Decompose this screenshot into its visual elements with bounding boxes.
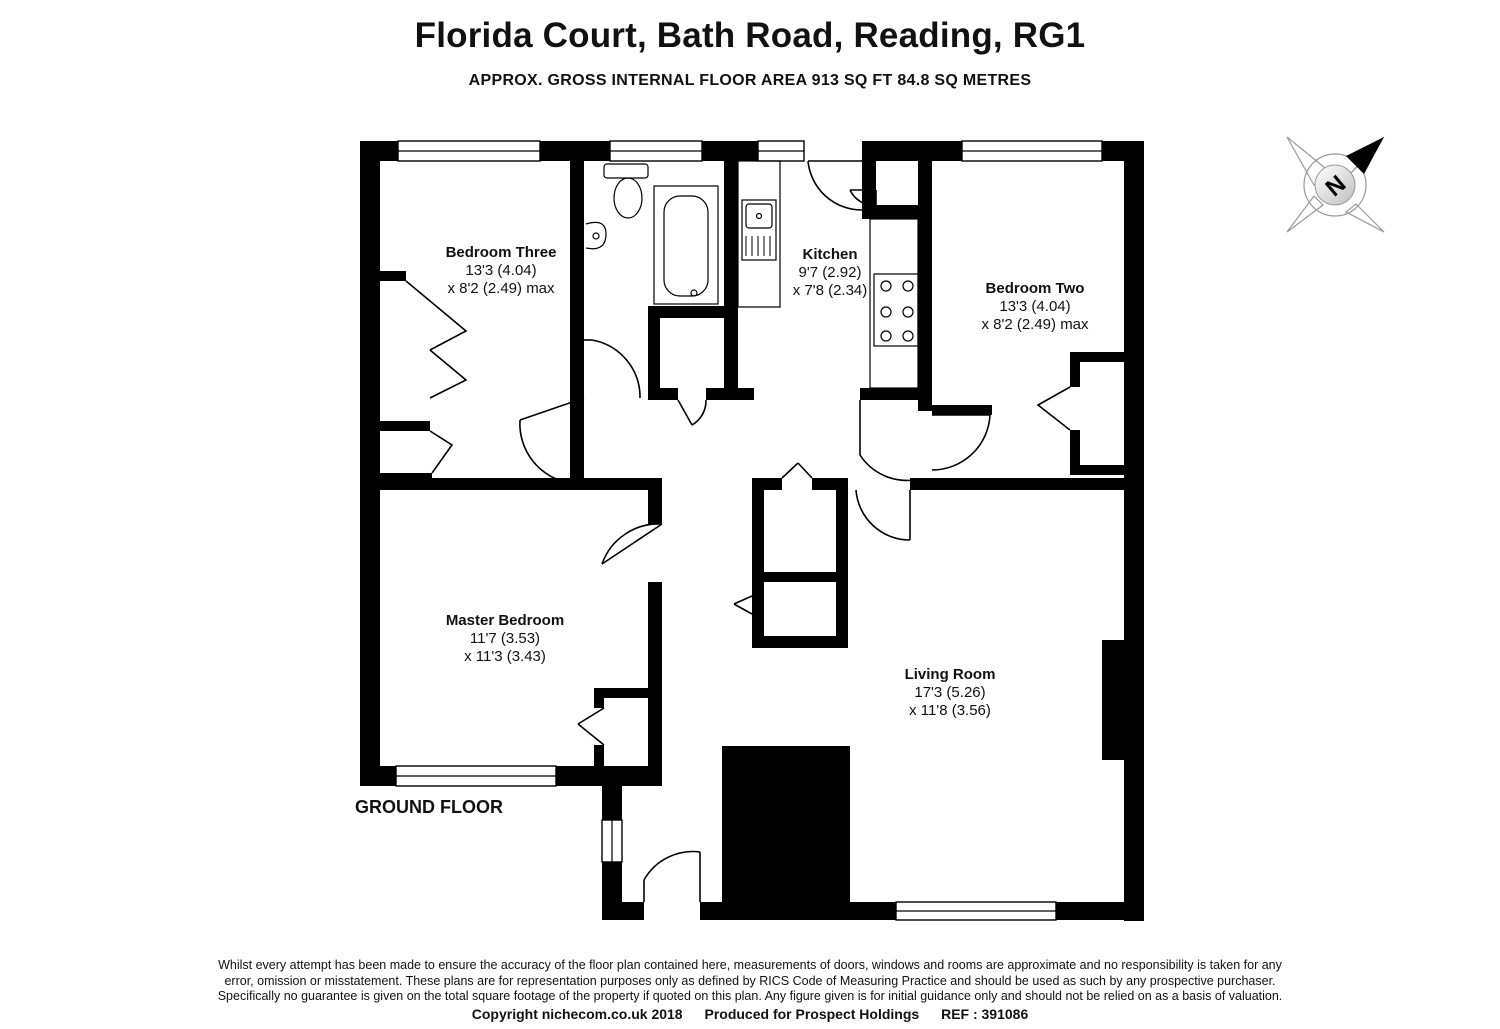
room-label-living-room: Living Room 17'3 (5.26) x 11'8 (3.56) (870, 666, 1030, 720)
fixtures (585, 160, 919, 389)
room-name: Kitchen (802, 246, 858, 263)
floor-area-subtitle: APPROX. GROSS INTERNAL FLOOR AREA 913 SQ… (468, 72, 1032, 89)
footer: Copyright nichecom.co.uk 2018 Produced f… (0, 1006, 1500, 1022)
disclaimer-line: error, omission or misstatement. These p… (224, 973, 1276, 988)
disclaimer: Whilst every attempt has been made to en… (170, 958, 1330, 1005)
room-dimension-1: 11'7 (3.53) (469, 630, 541, 647)
disclaimer-line: Whilst every attempt has been made to en… (218, 958, 1282, 972)
room-label-bedroom-two: Bedroom Two 13'3 (4.04) x 8'2 (2.49) max (950, 280, 1120, 334)
room-dimension-1: 13'3 (4.04) (999, 298, 1071, 315)
room-name: Bedroom Three (445, 244, 557, 261)
room-label-bedroom-three: Bedroom Three 13'3 (4.04) x 8'2 (2.49) m… (416, 244, 586, 298)
room-dimension-2: x 11'8 (3.56) (909, 702, 991, 719)
room-dimension-2: x 8'2 (2.49) max (447, 280, 555, 297)
room-dimension-2: x 7'8 (2.34) (792, 282, 868, 299)
room-name: Bedroom Two (985, 280, 1085, 297)
room-dimension-2: x 11'3 (3.43) (464, 648, 546, 665)
reference-text: REF : 391086 (941, 1006, 1029, 1022)
room-label-master-bedroom: Master Bedroom 11'7 (3.53) x 11'3 (3.43) (410, 612, 600, 666)
page-title: Florida Court, Bath Road, Reading, RG1 (414, 16, 1086, 55)
floor-label: GROUND FLOOR (355, 797, 503, 817)
room-name: Living Room (904, 666, 996, 683)
disclaimer-line: Specifically no guarantee is given on th… (217, 989, 1283, 1003)
north-arrow-icon (1286, 136, 1385, 233)
doors (405, 160, 1071, 902)
room-dimension-1: 13'3 (4.04) (465, 262, 537, 279)
room-label-kitchen: Kitchen 9'7 (2.92) x 7'8 (2.34) (770, 246, 890, 300)
room-dimension-1: 9'7 (2.92) (798, 264, 862, 281)
room-name: Master Bedroom (445, 612, 565, 629)
window-glazing (396, 150, 1102, 912)
walls (360, 141, 1144, 921)
copyright-text: Copyright nichecom.co.uk 2018 (471, 1006, 683, 1022)
produced-for-text: Produced for Prospect Holdings (704, 1006, 920, 1022)
room-dimension-1: 17'3 (5.26) (914, 684, 986, 701)
room-dimension-2: x 8'2 (2.49) max (981, 316, 1089, 333)
